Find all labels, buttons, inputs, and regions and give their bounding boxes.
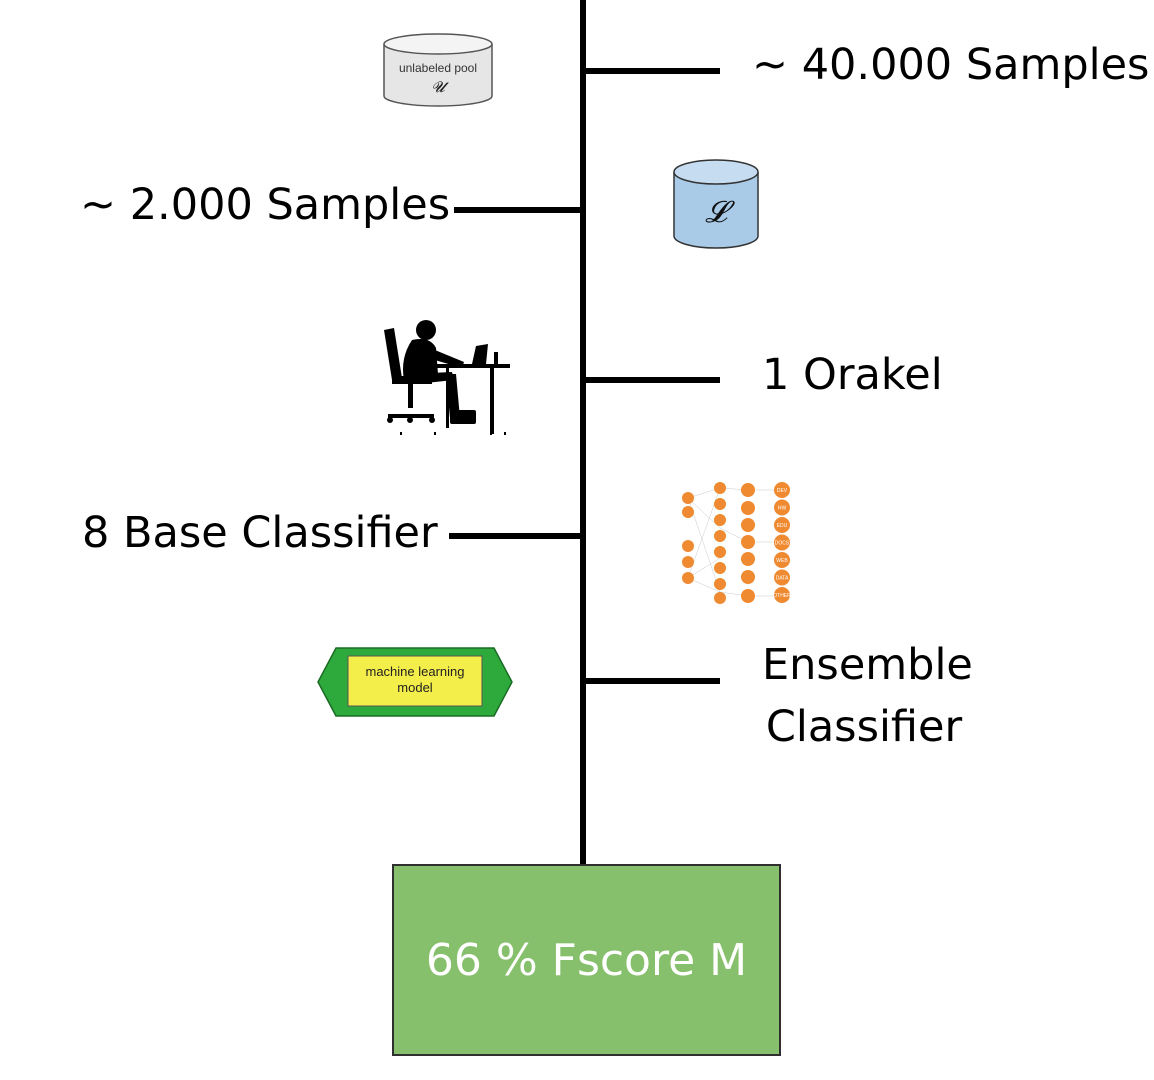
label-ensemble-classifier: Ensemble Classifier: [762, 634, 973, 758]
hexagon-icon: machine learning model: [317, 647, 513, 717]
nn-output-node: [774, 499, 790, 516]
nn-output-label: OTHER: [773, 593, 791, 599]
nn-output-node: [774, 482, 790, 498]
nn-output-node: [774, 517, 790, 533]
nn-output-node: [774, 587, 790, 603]
nn-output-node: [774, 569, 790, 586]
branch-connector: [586, 68, 720, 74]
label-ensemble-line1: Ensemble: [762, 640, 973, 690]
nn-output-label: DATA: [776, 576, 789, 582]
nn-output-label: DEV: [777, 488, 788, 494]
label-labeled-samples: ~ 2.000 Samples: [80, 180, 451, 230]
ml-model-text-line1: machine learning: [365, 664, 464, 679]
label-base-classifier: 8 Base Classifier: [82, 508, 438, 558]
nn-output-label: EDU: [777, 523, 788, 529]
nn-output-label: WEB: [776, 558, 788, 564]
database-icon: 𝓛: [673, 159, 759, 249]
label-ensemble-line2: Classifier: [765, 702, 963, 752]
nn-output-node: [774, 534, 790, 551]
unlabeled-pool-text: unlabeled pool: [399, 61, 477, 75]
timeline-spine: [580, 0, 586, 866]
branch-connector: [449, 533, 580, 539]
nn-output-label: DOCS: [775, 541, 790, 547]
branch-connector: [586, 678, 720, 684]
database-icon: unlabeled pool 𝓤: [383, 33, 493, 107]
branch-connector: [454, 207, 580, 213]
branch-connector: [586, 377, 720, 383]
label-oracle: 1 Orakel: [762, 350, 943, 400]
nn-output-label: HW: [778, 506, 787, 512]
label-unlabeled-samples: ~ 40.000 Samples: [752, 40, 1150, 90]
result-box: 66 % Fscore M: [392, 864, 781, 1056]
ml-model-text-line2: model: [397, 680, 433, 695]
nn-output-node: [774, 552, 790, 568]
person-at-desk-icon: [384, 320, 510, 435]
neural-network-icon: DEV HW EDU DOCS WEB DATA OTHER: [682, 482, 791, 604]
result-label: 66 % Fscore M: [425, 934, 748, 986]
